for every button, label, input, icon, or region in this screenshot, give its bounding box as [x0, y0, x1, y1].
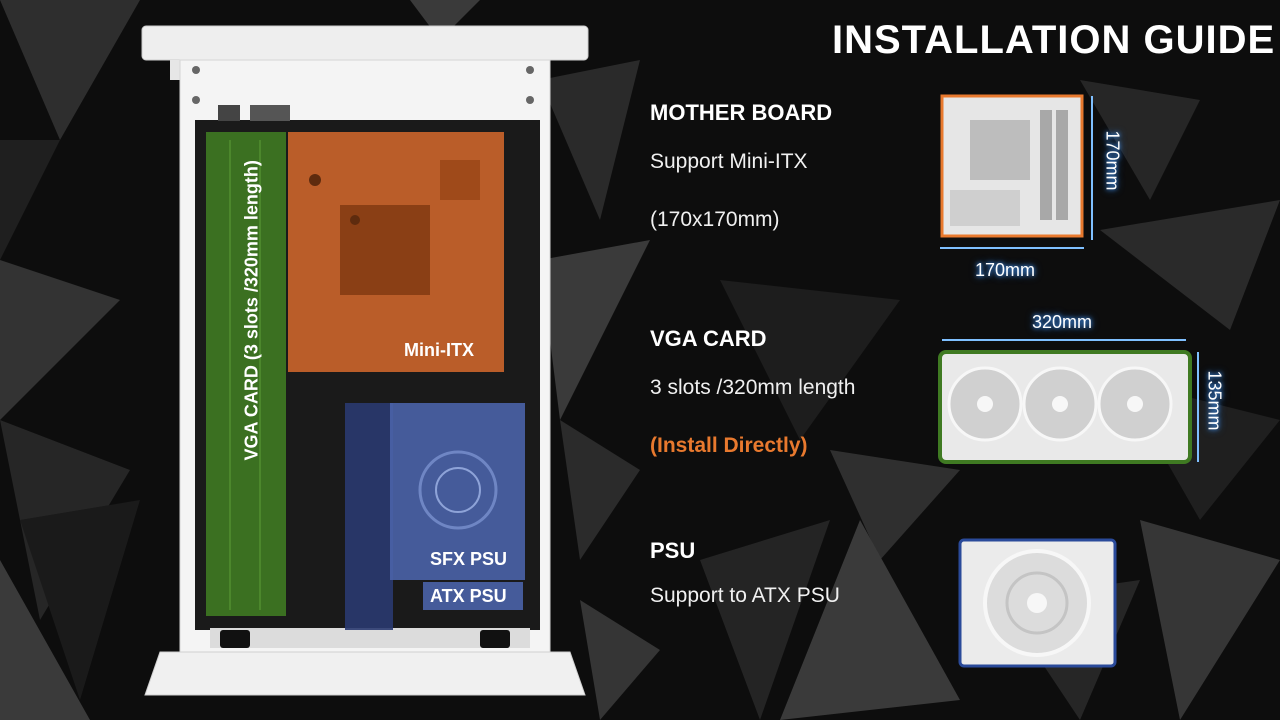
mb-width-dimension: 170mm [975, 260, 1036, 280]
motherboard-image [940, 94, 1093, 249]
motherboard-heading: MOTHER BOARD [650, 100, 833, 125]
case-vga-label: VGA CARD (3 slots /320mm length) [241, 160, 262, 461]
vga-install-note: (Install Directly) [650, 434, 808, 457]
case-atx-psu-label: ATX PSU [430, 586, 507, 606]
case-mini-itx-label: Mini-ITX [404, 340, 474, 360]
vga-support-text: 3 slots /320mm length [650, 376, 856, 399]
vga-heading: VGA CARD [650, 326, 767, 351]
psu-support-text: Support to ATX PSU [650, 584, 840, 607]
mb-height-dimension: 170mm [1102, 130, 1123, 191]
psu-image [958, 538, 1117, 668]
vga-length-dimension: 320mm [1032, 312, 1093, 332]
vga-card-image [938, 339, 1199, 464]
pc-case-illustration [141, 25, 589, 696]
case-sfx-psu-label: SFX PSU [430, 549, 508, 569]
psu-heading: PSU [650, 538, 696, 563]
page-title: INSTALLATION GUIDE [832, 18, 1276, 62]
vga-height-dimension: 135mm [1204, 370, 1225, 431]
motherboard-support-text: Support Mini-ITX [650, 150, 808, 173]
motherboard-size-text: (170x170mm) [650, 208, 780, 231]
